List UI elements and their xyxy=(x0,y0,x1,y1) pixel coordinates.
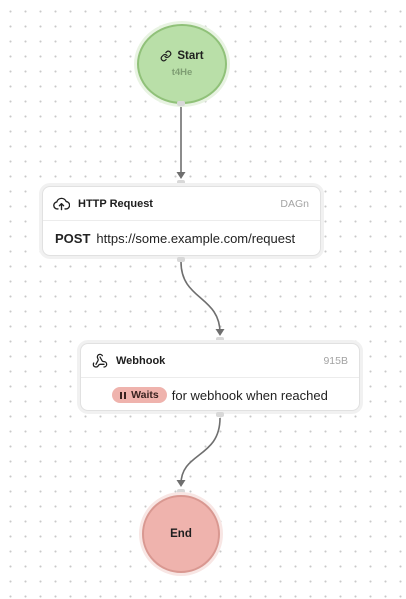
webhook-node-title: Webhook xyxy=(116,354,166,367)
end-node[interactable]: End xyxy=(142,495,220,573)
http-node-id: DAGn xyxy=(280,197,309,210)
webhook-node-id: 915B xyxy=(323,354,348,367)
webhook-node-header: Webhook 915B xyxy=(81,344,359,378)
start-node[interactable]: Start t4He xyxy=(137,24,227,104)
start-node-id: t4He xyxy=(171,67,193,78)
webhook-output-handle[interactable] xyxy=(216,412,224,417)
http-node-body: POST https://some.example.com/request xyxy=(43,221,320,255)
arrow-head-http xyxy=(176,172,186,179)
waits-badge-label: Waits xyxy=(131,389,159,401)
cloud-upload-icon xyxy=(53,197,70,211)
http-input-handle[interactable] xyxy=(177,180,185,185)
http-url: https://some.example.com/request xyxy=(96,230,296,246)
http-method: POST xyxy=(55,230,91,246)
http-node-title: HTTP Request xyxy=(78,197,153,210)
arrow-head-webhook xyxy=(215,329,225,336)
webhook-node-body: Waits for webhook when reached xyxy=(81,378,359,412)
webhook-status-text: for webhook when reached xyxy=(171,387,328,403)
end-label: End xyxy=(170,528,192,540)
start-label: Start xyxy=(177,50,204,62)
link-icon xyxy=(160,50,172,62)
edge-http-to-webhook xyxy=(180,261,221,334)
edge-webhook-to-end xyxy=(180,417,221,485)
webhook-input-handle[interactable] xyxy=(216,337,224,342)
http-node-header: HTTP Request DAGn xyxy=(43,187,320,221)
webhook-node[interactable]: Webhook 915B Waits for webhook when reac… xyxy=(80,343,360,411)
webhook-icon xyxy=(92,353,108,369)
arrow-head-end xyxy=(176,480,186,487)
start-output-handle[interactable] xyxy=(177,101,185,106)
end-input-handle[interactable] xyxy=(177,489,185,494)
start-title: Start xyxy=(160,50,204,62)
waits-badge: Waits xyxy=(112,387,167,403)
pause-icon xyxy=(120,391,127,399)
http-request-node[interactable]: HTTP Request DAGn POST https://some.exam… xyxy=(42,186,321,256)
http-output-handle[interactable] xyxy=(177,257,185,262)
